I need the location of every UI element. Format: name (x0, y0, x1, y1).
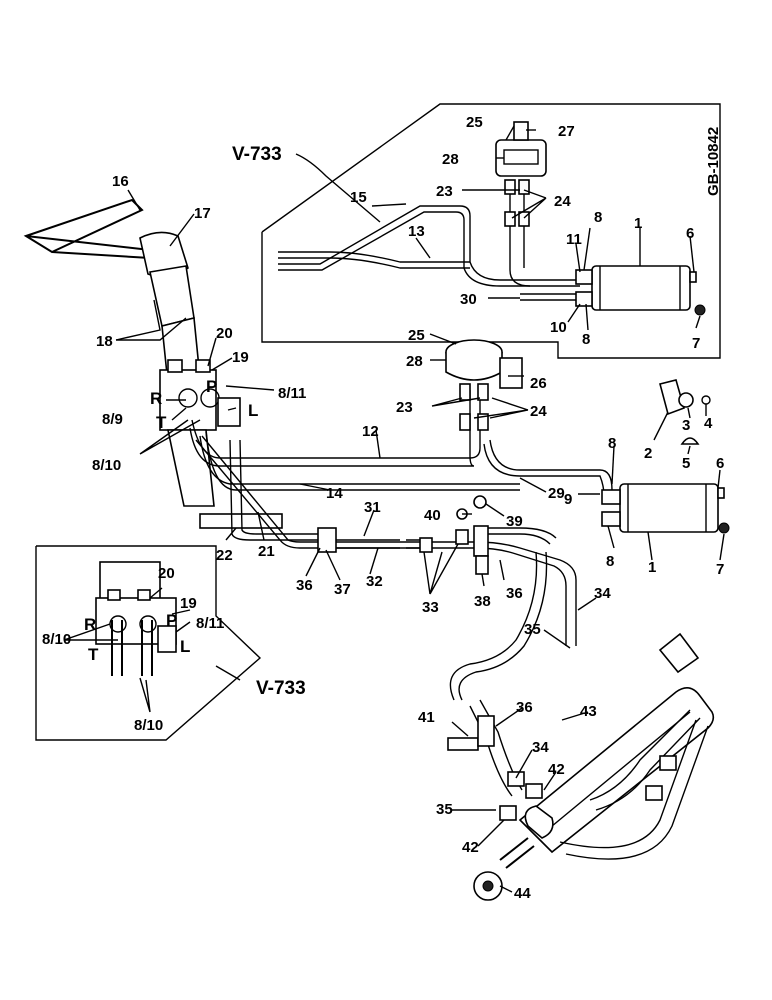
callout-35-b: 35 (436, 801, 453, 818)
callout-2: 2 (644, 445, 652, 462)
callout-8-b: 8 (606, 553, 614, 570)
callout-43: 43 (580, 703, 597, 720)
callout-6-inset: 6 (686, 225, 694, 242)
port-label-p-inset: P (166, 611, 177, 630)
variant-label-bottom: V-733 (256, 678, 306, 699)
callout-31: 31 (364, 499, 381, 516)
callout-11-inset: 11 (566, 231, 582, 248)
callout-21: 21 (258, 543, 275, 560)
callout-8-11-inset: 8/11 (196, 615, 224, 632)
callout-37: 37 (334, 581, 351, 598)
callout-20-inset: 20 (158, 565, 175, 582)
callout-6: 6 (716, 455, 724, 472)
callout-8-11: 8/11 (278, 385, 306, 402)
callout-15-inset: 15 (350, 189, 367, 206)
callout-35-a: 35 (524, 621, 541, 638)
drawing-ref: GB-10842 (705, 127, 722, 196)
callout-17: 17 (194, 205, 211, 222)
callout-12: 12 (362, 423, 379, 440)
callout-32: 32 (366, 573, 383, 590)
port-label-l-inset: L (180, 637, 190, 656)
callout-8-10-inset-a: 8/10 (42, 631, 71, 648)
callout-28: 28 (406, 353, 423, 370)
callout-25-inset: 25 (466, 114, 483, 131)
port-label-t: T (156, 413, 167, 432)
callout-7-inset: 7 (692, 335, 700, 352)
callout-3: 3 (682, 417, 690, 434)
callout-44: 44 (514, 885, 531, 902)
port-label-l: L (248, 401, 258, 420)
callout-8-10-inset-b: 8/10 (134, 717, 163, 734)
callout-24-inset: 24 (554, 193, 571, 210)
callout-20: 20 (216, 325, 233, 342)
callout-7: 7 (716, 561, 724, 578)
callout-34-a: 34 (594, 585, 611, 602)
callout-42-a: 42 (548, 761, 565, 778)
callout-14: 14 (326, 485, 343, 502)
port-label-r-inset: R (84, 615, 96, 634)
callout-9: 9 (564, 491, 572, 508)
callout-10-inset: 10 (550, 319, 567, 336)
callout-25: 25 (408, 327, 425, 344)
labels: GB-10842 V-733 V-733 R T P L R T P L 25 … (42, 114, 724, 902)
callout-1: 1 (648, 559, 656, 576)
pipes-main (189, 390, 613, 701)
callout-1-inset: 1 (634, 215, 642, 232)
callout-8-9: 8/9 (102, 411, 123, 428)
callout-36-a: 36 (296, 577, 313, 594)
callout-40: 40 (424, 507, 441, 524)
callout-19: 19 (232, 349, 249, 366)
reservoir-main (445, 339, 523, 431)
pump-main (601, 379, 730, 534)
callout-27-inset: 27 (558, 123, 575, 140)
callout-8-a: 8 (608, 435, 616, 452)
callout-29: 29 (548, 485, 565, 502)
callout-41: 41 (418, 709, 435, 726)
callout-30-inset: 30 (460, 291, 477, 308)
callout-28-inset: 28 (442, 151, 459, 168)
callout-24: 24 (530, 403, 547, 420)
callout-33: 33 (422, 599, 439, 616)
variant-label-top: V-733 (232, 144, 282, 165)
callout-22: 22 (216, 547, 233, 564)
inset-v733-bottom (35, 545, 262, 741)
port-label-p: P (206, 377, 217, 396)
callout-36-b: 36 (506, 585, 523, 602)
callout-8-inset-b: 8 (582, 331, 590, 348)
callout-36-c: 36 (516, 699, 533, 716)
callout-34-b: 34 (532, 739, 549, 756)
callout-26: 26 (530, 375, 547, 392)
callout-19-inset: 19 (180, 595, 197, 612)
callout-38: 38 (474, 593, 491, 610)
callout-23: 23 (396, 399, 413, 416)
callout-39: 39 (506, 513, 523, 530)
port-label-t-inset: T (88, 645, 99, 664)
callout-5: 5 (682, 455, 690, 472)
callout-4: 4 (704, 415, 713, 432)
port-label-r: R (150, 389, 162, 408)
callout-16: 16 (112, 173, 129, 190)
callout-8-10: 8/10 (92, 457, 121, 474)
leader-lines (63, 125, 725, 893)
steering-cylinder (447, 632, 715, 901)
callout-13-inset: 13 (408, 223, 425, 240)
callout-42-b: 42 (462, 839, 479, 856)
callout-8-inset-a: 8 (594, 209, 602, 226)
inset-v733-top (261, 103, 721, 359)
callout-23-inset: 23 (436, 183, 453, 200)
callout-18: 18 (96, 333, 113, 350)
